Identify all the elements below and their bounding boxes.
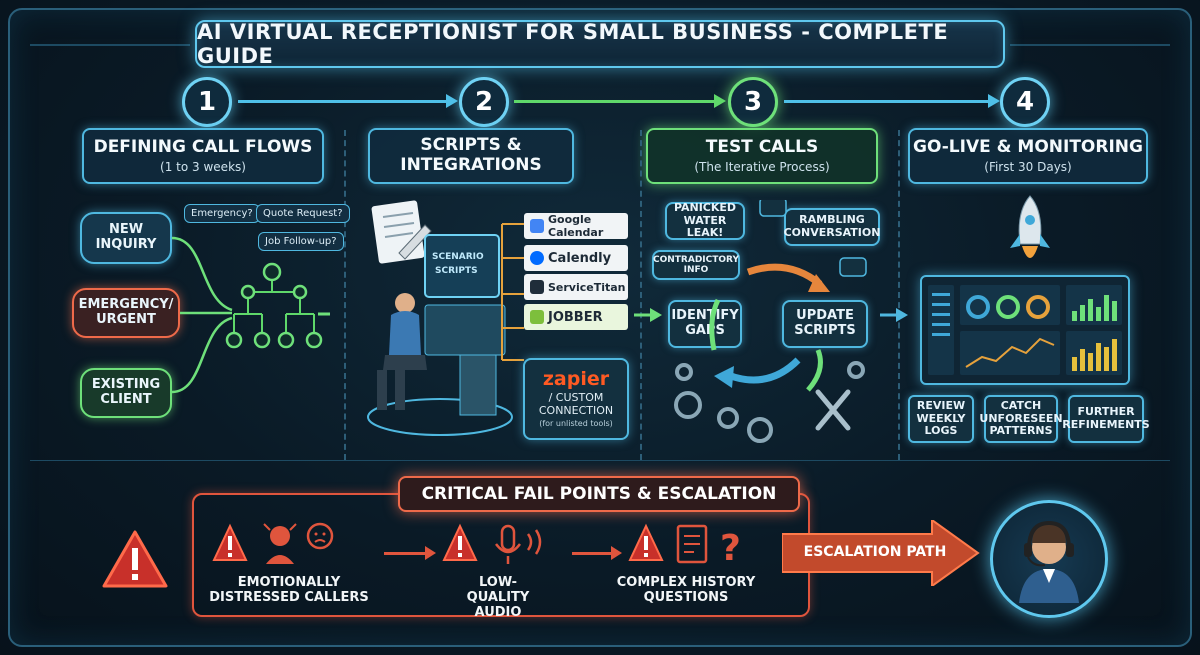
call-flow-tree bbox=[171, 236, 330, 394]
phase-4-title: GO-LIVE & MONITORING bbox=[913, 136, 1143, 157]
headset-agent-icon bbox=[1019, 520, 1079, 603]
task-refinements: FURTHER REFINEMENTS bbox=[1062, 395, 1150, 443]
fail-arrow bbox=[572, 546, 622, 560]
warning-icon bbox=[102, 530, 168, 588]
integration-servicetitan: ServiceTitan bbox=[524, 274, 628, 300]
step-number-1: 1 bbox=[182, 77, 232, 127]
circuit-line bbox=[1010, 44, 1170, 46]
low-audio-icons bbox=[442, 523, 542, 564]
calendly-icon bbox=[530, 251, 544, 265]
step-arrow-3-4 bbox=[784, 94, 1000, 108]
escalation-path-label: ESCALATION PATH bbox=[803, 544, 947, 560]
phase-2-title: SCRIPTS & INTEGRATIONS bbox=[400, 135, 542, 175]
task-catch-patterns: CATCH UNFORESEEN PATTERNS bbox=[979, 395, 1063, 443]
step-number-4: 4 bbox=[1000, 77, 1050, 127]
distressed-caller-icons bbox=[212, 522, 334, 564]
phase-3-subtitle: (The Iterative Process) bbox=[694, 160, 830, 175]
column-divider bbox=[344, 130, 346, 460]
fail-complex-history: COMPLEX HISTORY QUESTIONS bbox=[616, 575, 756, 605]
integration-connector bbox=[501, 223, 524, 361]
request-follow-up: Job Follow-up? bbox=[258, 232, 344, 251]
integration-label: Google Calendar bbox=[548, 213, 604, 239]
integration-calendly: Calendly bbox=[524, 245, 628, 271]
cycle-update-scripts: UPDATE SCRIPTS bbox=[782, 300, 868, 348]
phase-4-subtitle: (First 30 Days) bbox=[984, 160, 1072, 175]
svg-text:SCRIPTS: SCRIPTS bbox=[435, 266, 478, 276]
calendar-icon bbox=[530, 219, 544, 233]
phase-4-box: GO-LIVE & MONITORING (First 30 Days) bbox=[908, 128, 1148, 184]
human-agent-avatar bbox=[990, 500, 1108, 618]
task-review-logs: REVIEW WEEKLY LOGS bbox=[908, 395, 974, 443]
phase-1-title: DEFINING CALL FLOWS bbox=[93, 136, 313, 157]
fail-arrow bbox=[384, 546, 436, 560]
step-number-3: 3 bbox=[728, 77, 778, 127]
phase-3-box: TEST CALLS (The Iterative Process) bbox=[646, 128, 878, 184]
monitoring-dashboard bbox=[920, 275, 1130, 385]
svg-text:?: ? bbox=[720, 528, 741, 569]
integration-jobber: JOBBER bbox=[524, 304, 628, 330]
cycle-identify-gaps: IDENTIFY GAPS bbox=[668, 300, 742, 348]
custom-connection-note: (for unlisted tools) bbox=[539, 419, 613, 429]
iteration-cycle-arrows bbox=[674, 200, 867, 443]
scenario-panicked-leak: PANICKED WATER LEAK! bbox=[665, 201, 745, 240]
developer-workstation-illustration: SCENARIO SCRIPTS bbox=[367, 200, 513, 436]
request-quote: Quote Request? bbox=[256, 204, 350, 223]
page-title: AI VIRTUAL RECEPTIONIST FOR SMALL BUSINE… bbox=[195, 20, 1005, 68]
escalation-arrow bbox=[782, 520, 980, 586]
outer-frame bbox=[8, 8, 1192, 647]
phase-2-box: SCRIPTS & INTEGRATIONS bbox=[368, 128, 574, 184]
rocket-icon bbox=[1010, 195, 1050, 258]
zapier-logo: zapier bbox=[542, 368, 610, 390]
arrow-to-go-live bbox=[880, 308, 908, 322]
column-divider bbox=[640, 130, 642, 460]
arrow-to-test-calls bbox=[634, 308, 662, 322]
step-arrow-2-3 bbox=[514, 94, 726, 108]
custom-connection-box: zapier / CUSTOM CONNECTION (for unlisted… bbox=[523, 358, 629, 440]
custom-connection-label: / CUSTOM CONNECTION bbox=[538, 391, 614, 417]
critical-title: CRITICAL FAIL POINTS & ESCALATION bbox=[398, 476, 800, 512]
caller-emergency: EMERGENCY/ URGENT bbox=[72, 288, 180, 338]
phase-3-title: TEST CALLS bbox=[705, 136, 819, 157]
circuit-line bbox=[30, 44, 190, 46]
complex-history-icons: ? bbox=[628, 523, 741, 569]
caller-new-inquiry: NEW INQUIRY bbox=[80, 212, 172, 264]
integration-label: ServiceTitan bbox=[548, 280, 626, 294]
dashboard-widgets bbox=[928, 285, 1122, 375]
scenario-rambling: RAMBLING CONVERSATION bbox=[784, 208, 880, 246]
phase-1-subtitle: (1 to 3 weeks) bbox=[160, 160, 246, 175]
step-arrow-1-2 bbox=[238, 94, 458, 108]
integration-label: JOBBER bbox=[548, 309, 603, 325]
caller-existing-client: EXISTING CLIENT bbox=[80, 368, 172, 418]
circuit-line bbox=[30, 460, 1170, 461]
servicetitan-icon bbox=[530, 280, 544, 294]
jobber-icon bbox=[530, 310, 544, 324]
phase-1-box: DEFINING CALL FLOWS (1 to 3 weeks) bbox=[82, 128, 324, 184]
scenario-scripts-label: SCENARIO bbox=[432, 252, 484, 262]
integration-google-calendar: Google Calendar bbox=[524, 213, 628, 239]
column-divider bbox=[898, 130, 900, 460]
step-number-2: 2 bbox=[459, 77, 509, 127]
fail-low-quality-audio: LOW-QUALITY AUDIO bbox=[466, 575, 530, 620]
fail-distressed-callers: EMOTIONALLY DISTRESSED CALLERS bbox=[209, 575, 369, 605]
scenario-contradictory: CONTRADICTORY INFO bbox=[652, 250, 740, 280]
integration-label: Calendly bbox=[548, 250, 612, 266]
